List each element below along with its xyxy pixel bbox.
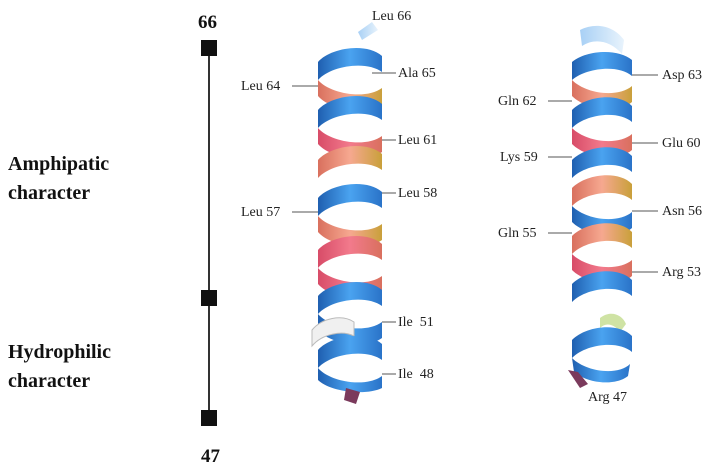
scale-marker-bottom [201,410,217,426]
residue-scale: 66 47 [198,12,221,467]
amphipatic-region-label: Amphipatic character [8,150,109,208]
label-leu57: Leu 57 [241,205,280,220]
label-ala65: Ala 65 [398,66,436,81]
label-leu66: Leu 66 [372,9,411,24]
label-asp63: Asp 63 [662,68,702,83]
right-helix-ribbon [568,25,632,388]
label-arg53: Arg 53 [662,265,701,280]
hydrophilic-region-label: Hydrophilic character [8,338,111,396]
hydrophilic-label-line2: character [8,370,91,392]
left-helix-ribbon [311,22,382,404]
hydrophilic-label-line1: Hydrophilic [8,341,111,363]
left-helix-labels: Leu 66 Ala 65 Leu 64 Leu 61 Leu 58 Leu 5… [241,9,437,382]
label-gln62: Gln 62 [498,94,537,109]
label-gln55: Gln 55 [498,226,537,241]
scale-marker-middle [201,290,217,306]
amphipatic-label-line1: Amphipatic [8,153,110,175]
label-asn56: Asn 56 [662,204,702,219]
label-leu58: Leu 58 [398,186,437,201]
label-lys59: Lys 59 [500,150,538,165]
scale-marker-top [201,40,217,56]
label-ile51: Ile 51 [398,315,434,330]
scale-bottom-number: 47 [201,446,221,467]
label-leu64: Leu 64 [241,79,280,94]
amphipatic-label-line2: character [8,182,91,204]
label-arg47: Arg 47 [588,390,627,405]
label-ile48: Ile 48 [398,367,434,382]
label-glu60: Glu 60 [662,136,701,151]
label-leu61: Leu 61 [398,133,437,148]
scale-top-number: 66 [198,12,217,33]
right-helix-labels: Asp 63 Gln 62 Glu 60 Lys 59 Asn 56 Gln 5… [498,68,702,405]
